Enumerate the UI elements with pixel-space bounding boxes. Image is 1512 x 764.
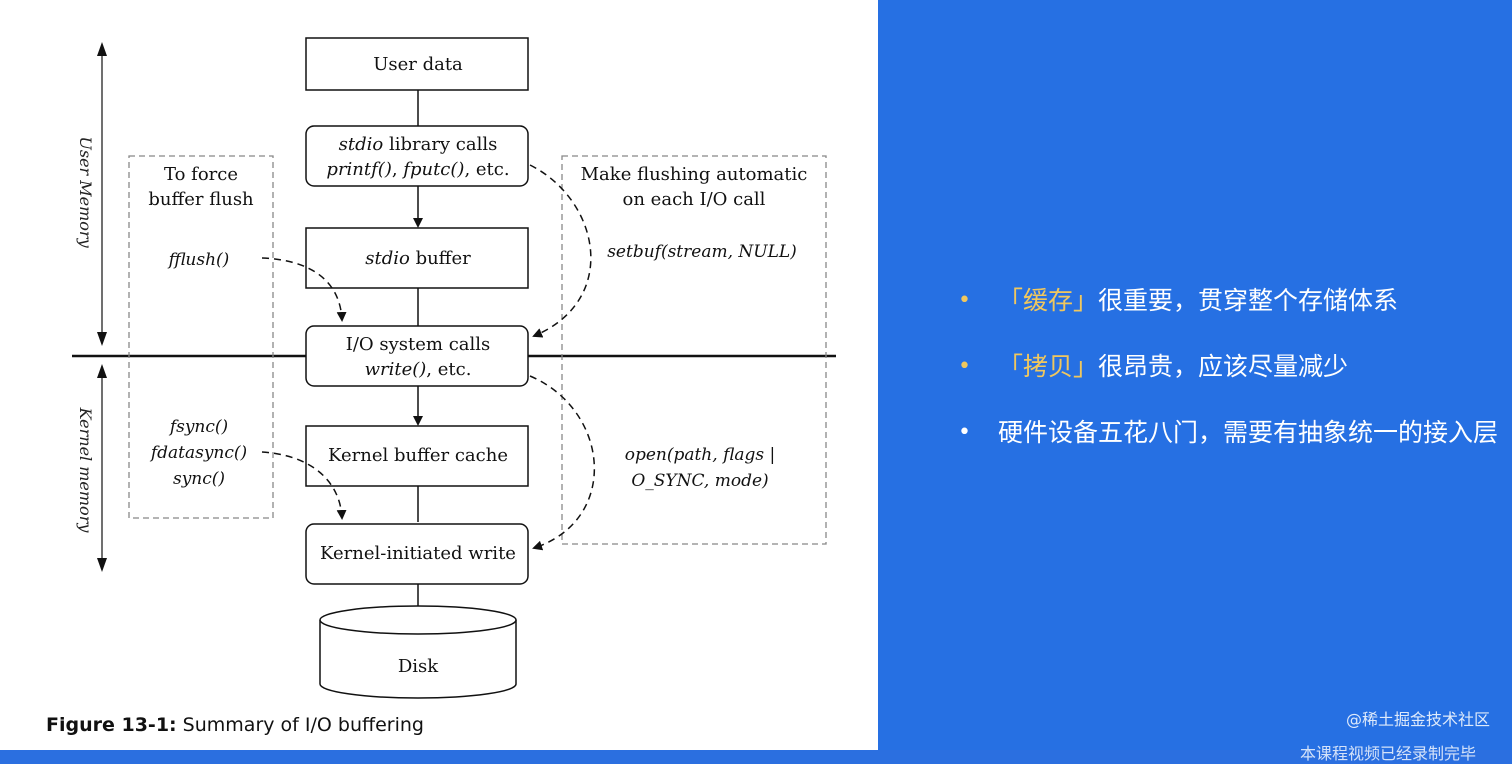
bullet-dot: • bbox=[958, 354, 971, 379]
bullet-item-cache: • 「缓存」很重要，贯穿整个存储体系 bbox=[958, 268, 1508, 334]
stdio-calls-box bbox=[305, 125, 529, 187]
io-calls-line2: write(), etc. bbox=[365, 359, 472, 380]
auto-flush-title-1: Make flushing automatic bbox=[581, 164, 808, 185]
fflush-label: fflush() bbox=[167, 250, 230, 270]
auto-flush-group bbox=[561, 155, 827, 545]
bullet-item-hardware: • 硬件设备五花八门，需要有抽象统一的接入层 bbox=[958, 400, 1508, 466]
bullet-item-copy: • 「拷贝」很昂贵，应该尽量减少 bbox=[958, 334, 1508, 400]
slide-panel bbox=[878, 0, 1512, 750]
bullet-dot: • bbox=[958, 420, 971, 445]
bullet-text: 很昂贵，应该尽量减少 bbox=[1098, 352, 1349, 381]
sync-label: sync() bbox=[173, 469, 225, 489]
io-buffering-diagram: User Memory Kernel memory User data stdi… bbox=[72, 37, 836, 699]
open-line2: O_SYNC, mode) bbox=[631, 471, 768, 491]
setbuf-label: setbuf(stream, NULL) bbox=[607, 242, 797, 262]
disk-label: Disk bbox=[398, 656, 439, 677]
kernel-cache-label: Kernel buffer cache bbox=[328, 445, 508, 466]
setbuf-arrow bbox=[529, 164, 592, 338]
kernel-buffer-cache-box bbox=[305, 425, 529, 487]
stdio-buffer-label: stdio buffer bbox=[365, 248, 471, 269]
force-flush-title-2: buffer flush bbox=[148, 189, 254, 210]
watermark-text: @稀土掘金技术社区 bbox=[1345, 710, 1490, 729]
osync-arrow bbox=[529, 375, 596, 551]
caption-text: Summary of I/O buffering bbox=[176, 714, 424, 736]
user-data-box bbox=[305, 37, 529, 91]
io-system-calls-box bbox=[305, 325, 529, 387]
fsync-arrow bbox=[261, 451, 347, 520]
user-data-label: User data bbox=[373, 54, 463, 75]
force-flush-group bbox=[128, 155, 274, 519]
bullet-list: • 「缓存」很重要，贯穿整个存储体系 • 「拷贝」很昂贵，应该尽量减少 • 硬件… bbox=[958, 268, 1508, 466]
stdio-calls-line1: stdio library calls bbox=[339, 134, 498, 155]
fsync-label: fsync() bbox=[168, 417, 228, 437]
stdio-calls-line2: printf(), fputc(), etc. bbox=[326, 159, 509, 180]
bullet-dot: • bbox=[958, 288, 971, 313]
kernel-memory-label: Kernel memory bbox=[76, 407, 95, 534]
bullet-highlight: 「拷贝」 bbox=[998, 352, 1099, 381]
user-memory-label: User Memory bbox=[76, 136, 95, 248]
cutoff-text: 本课程视频已经录制完毕 bbox=[1300, 744, 1477, 763]
bullet-text: 很重要，贯穿整个存储体系 bbox=[1098, 286, 1399, 315]
fdatasync-label: fdatasync() bbox=[149, 443, 247, 463]
io-calls-line1: I/O system calls bbox=[346, 334, 491, 355]
open-line1: open(path, flags | bbox=[625, 445, 776, 465]
disk-cylinder bbox=[319, 605, 517, 699]
caption-label: Figure 13-1: bbox=[46, 714, 177, 736]
auto-flush-title-2: on each I/O call bbox=[623, 189, 766, 210]
fflush-arrow bbox=[261, 257, 347, 322]
bullet-highlight: 「缓存」 bbox=[998, 286, 1099, 315]
stdio-buffer-box bbox=[305, 227, 529, 289]
bullet-text: 硬件设备五花八门，需要有抽象统一的接入层 bbox=[998, 418, 1499, 447]
force-flush-title-1: To force bbox=[164, 164, 238, 185]
figure-caption: Figure 13-1: Summary of I/O buffering bbox=[46, 714, 424, 736]
kernel-write-box bbox=[305, 523, 529, 585]
kernel-write-label: Kernel-initiated write bbox=[320, 543, 516, 564]
